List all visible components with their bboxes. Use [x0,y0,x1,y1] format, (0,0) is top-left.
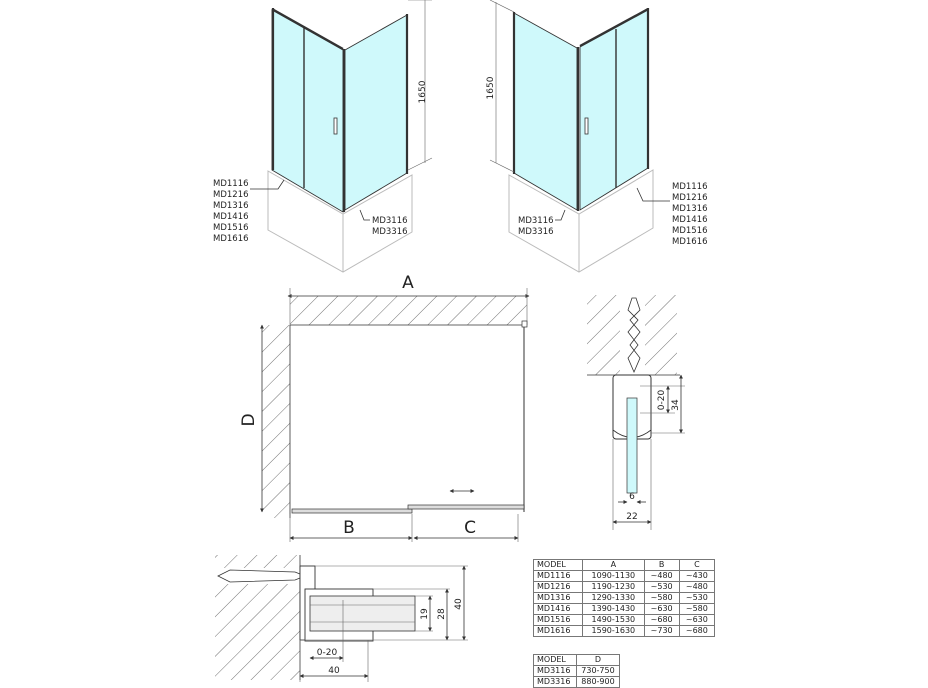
plan-view: A D B C [239,273,530,542]
table-cell: MD3116 [533,665,577,677]
table-cell: MD1616 [532,625,584,637]
svg-text:34: 34 [671,399,681,411]
side-glass-panel [344,14,408,211]
table-cell: ~630 [643,603,680,615]
dimension-D: D [239,413,259,426]
table-cell: MD1216 [532,581,584,593]
profile-detail-wall: 19 28 40 0-20 40 [215,555,468,682]
wall-anchor-icon [627,297,641,374]
svg-text:MD1416: MD1416 [213,212,249,222]
svg-text:0-20: 0-20 [657,390,667,411]
svg-text:MD3316: MD3316 [372,227,408,237]
svg-text:MD1516: MD1516 [672,226,708,236]
svg-text:MD1116: MD1116 [213,179,249,189]
table-cell: ~630 [678,614,716,626]
table-cell: ~480 [678,581,716,593]
svg-text:MD1316: MD1316 [672,204,708,214]
table-cell: 1090-1130 [582,570,645,582]
table-cell: MD1516 [532,614,584,626]
profile-detail-top: 22 6 0-20 34 [587,295,685,530]
svg-text:40: 40 [454,598,464,610]
table-cell: 1590-1630 [582,625,645,637]
door-handle [584,117,589,135]
sliding-door [407,504,525,510]
table-cell: 1490-1530 [582,614,645,626]
fixed-panel [291,508,413,514]
table-cell: 1390-1430 [582,603,645,615]
height-label: 1650 [486,76,496,99]
svg-text:19: 19 [420,608,430,620]
table-cell: ~680 [678,625,716,637]
table-cell: MD1116 [532,570,584,582]
table-header-row: MODEL A B C [532,559,716,571]
table-cell: ~530 [643,581,680,593]
side-glass-panel [513,12,578,211]
wall-anchor-icon [217,569,307,583]
iso-view-right: 1650 MD1116 MD1216 MD1316 MD1416 MD1516 … [486,0,708,273]
door-handle [333,117,338,135]
table-cell: ~680 [643,614,680,626]
svg-text:MD1516: MD1516 [213,223,249,233]
svg-text:MD3316: MD3316 [518,227,554,237]
table-header-row: MODEL D [533,654,621,666]
height-label: 1650 [418,80,428,103]
table-cell: 1190-1230 [582,581,645,593]
table-cell: MD1416 [532,603,584,615]
svg-text:MD3116: MD3116 [518,216,554,226]
table-cell: 1290-1330 [582,592,645,604]
svg-text:MD1216: MD1216 [672,193,708,203]
svg-text:22: 22 [626,512,637,522]
front-model-list: MD1116 MD1216 MD1316 MD1416 MD1516 MD161… [213,179,249,244]
svg-text:28: 28 [437,608,447,620]
svg-text:MD1316: MD1316 [213,201,249,211]
table-cell: 730-750 [575,665,621,677]
table-cell: ~580 [643,592,680,604]
table-cell: ~430 [678,570,716,582]
svg-text:MD1116: MD1116 [672,182,708,192]
table-cell: MD1316 [532,592,584,604]
table-cell: ~480 [643,570,680,582]
svg-text:40: 40 [328,666,340,676]
dimension-A: A [402,273,414,293]
dimension-C: C [464,518,476,538]
svg-text:MD1616: MD1616 [672,237,708,247]
svg-text:MD1216: MD1216 [213,190,249,200]
glass-section [626,397,638,494]
table-cell: ~530 [678,592,716,604]
dimension-B: B [343,518,355,538]
table-cell: ~580 [678,603,716,615]
iso-view-left: 1650 MD1116 MD1216 MD1316 MD1416 MD1516 … [213,0,433,273]
svg-text:MD1616: MD1616 [213,234,249,244]
front-model-list: MD1116 MD1216 MD1316 MD1416 MD1516 MD161… [672,182,708,247]
svg-text:MD3116: MD3116 [372,216,408,226]
svg-text:MD1416: MD1416 [672,215,708,225]
svg-text:6: 6 [629,492,635,502]
glass-section [309,595,416,632]
svg-text:0-20: 0-20 [317,648,338,658]
table-cell: ~730 [643,625,680,637]
